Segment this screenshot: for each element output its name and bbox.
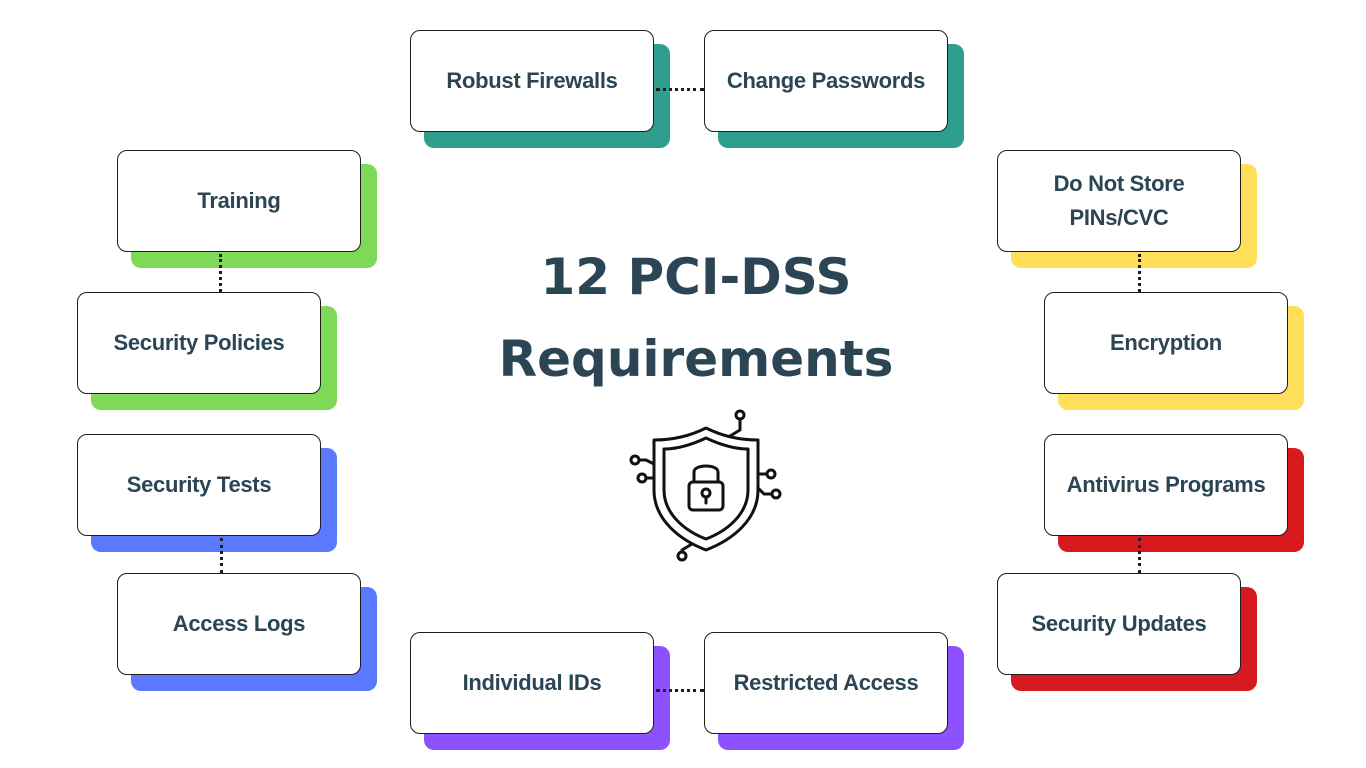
page-title: 12 PCI-DSS Requirements xyxy=(466,236,926,400)
card-encryption: Encryption xyxy=(1044,292,1304,410)
card-antivirus-programs: Antivirus Programs xyxy=(1044,434,1304,552)
card-access-logs: Access Logs xyxy=(117,573,377,691)
card-security-updates: Security Updates xyxy=(997,573,1257,691)
card-face: Antivirus Programs xyxy=(1044,434,1288,536)
card-face: Security Tests xyxy=(77,434,321,536)
card-face: Security Updates xyxy=(997,573,1241,675)
connector-dots xyxy=(1138,254,1141,292)
card-label: Access Logs xyxy=(172,611,306,636)
card-training: Training xyxy=(117,150,377,268)
title-line-1: 12 PCI-DSS xyxy=(540,248,852,306)
connector-dots xyxy=(656,88,704,91)
card-label: Security Policies xyxy=(113,330,285,355)
card-face: Encryption xyxy=(1044,292,1288,394)
card-face: Training xyxy=(117,150,361,252)
card-label: Security Updates xyxy=(1031,611,1207,636)
card-label: Training xyxy=(197,188,281,213)
card-label-line: Do Not Store xyxy=(1053,171,1185,196)
card-label: Robust Firewalls xyxy=(446,68,618,93)
connector-dots xyxy=(1138,538,1141,573)
title-line-2: Requirements xyxy=(498,330,894,388)
card-label: Change Passwords xyxy=(726,68,926,93)
card-restricted-access: Restricted Access xyxy=(704,632,964,750)
card-label-line: PINs/CVC xyxy=(1069,205,1169,230)
card-security-policies: Security Policies xyxy=(77,292,337,410)
card-individual-ids: Individual IDs xyxy=(410,632,670,750)
card-label: Antivirus Programs xyxy=(1066,472,1266,497)
card-face: Individual IDs xyxy=(410,632,654,734)
card-face: Do Not Store PINs/CVC xyxy=(997,150,1241,252)
card-label: Individual IDs xyxy=(462,670,602,695)
card-face: Change Passwords xyxy=(704,30,948,132)
connector-dots xyxy=(656,689,704,692)
card-robust-firewalls: Robust Firewalls xyxy=(410,30,670,148)
card-face: Security Policies xyxy=(77,292,321,394)
card-label: Encryption xyxy=(1110,330,1222,355)
connector-dots xyxy=(220,538,223,573)
card-label: Restricted Access xyxy=(733,670,919,695)
card-security-tests: Security Tests xyxy=(77,434,337,552)
shield-lock-circuit-icon xyxy=(629,409,782,562)
card-label: Do Not Store PINs/CVC xyxy=(1054,167,1185,235)
connector-dots xyxy=(219,254,222,292)
card-face: Access Logs xyxy=(117,573,361,675)
card-change-passwords: Change Passwords xyxy=(704,30,964,148)
card-label: Security Tests xyxy=(126,472,272,497)
card-face: Robust Firewalls xyxy=(410,30,654,132)
card-do-not-store: Do Not Store PINs/CVC xyxy=(997,150,1257,268)
card-face: Restricted Access xyxy=(704,632,948,734)
